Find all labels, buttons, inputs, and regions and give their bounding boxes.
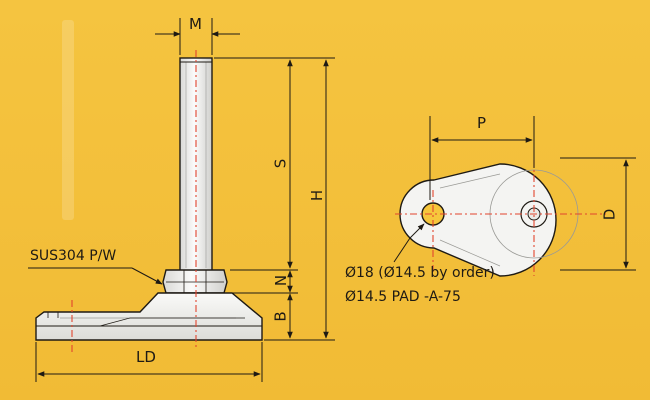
material-note: SUS304 P/W	[30, 248, 117, 264]
dimension-label-d: D	[600, 208, 619, 221]
hole-leader	[393, 223, 425, 263]
side-centerlines	[71, 50, 197, 352]
watermark	[62, 20, 74, 220]
dimension-label-b: B	[271, 311, 290, 322]
dimension-label-ld: LD	[136, 348, 156, 366]
dimension-label-s: S	[271, 158, 290, 169]
leveling-base	[35, 292, 263, 341]
dimension-label-m: M	[189, 15, 202, 33]
dimension-p	[429, 116, 535, 200]
hex-nut	[162, 269, 228, 294]
dimension-label-h: H	[308, 189, 327, 202]
material-leader	[28, 267, 163, 285]
dimension-d	[560, 157, 636, 271]
pad-note: Ø14.5 PAD -A-75	[345, 289, 461, 305]
dimension-m	[155, 18, 240, 55]
dimension-label-p: P	[477, 114, 487, 132]
hole-diameter-note: Ø18 (Ø14.5 by order)	[345, 265, 495, 281]
top-centerlines	[395, 160, 606, 276]
extension-lines	[214, 57, 335, 341]
dimension-ld	[35, 342, 263, 382]
dimension-label-n: N	[272, 274, 291, 287]
